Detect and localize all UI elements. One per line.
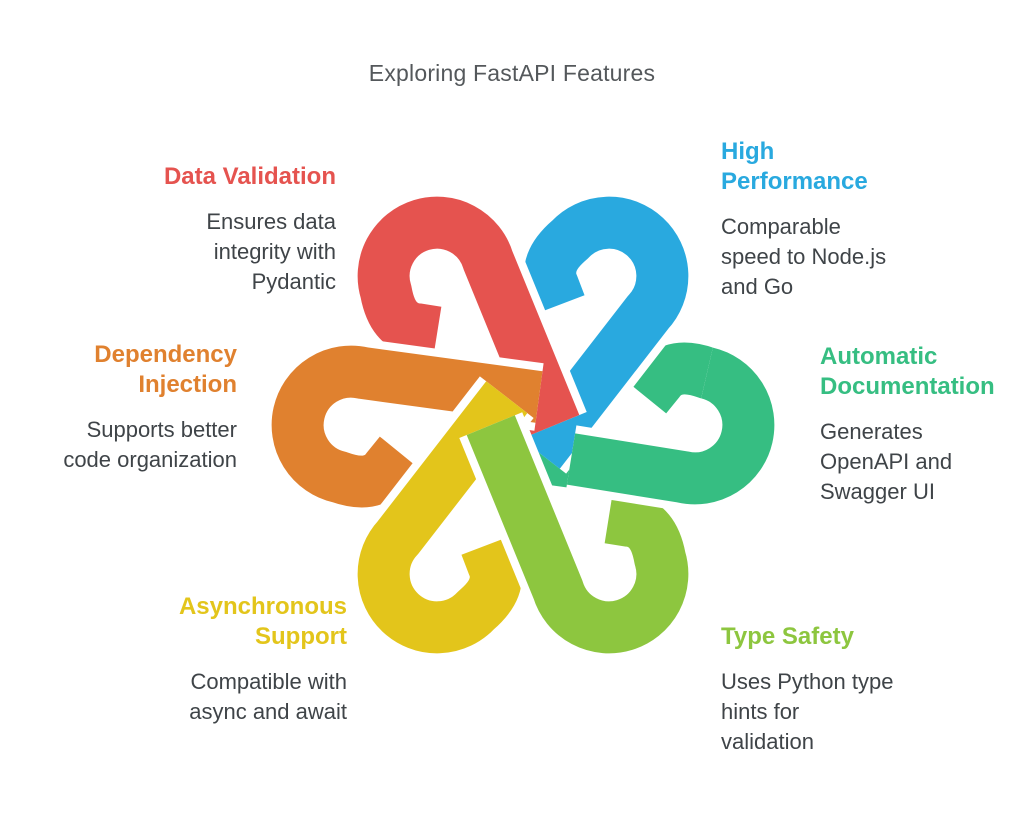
ribbon-data-validation (349, 188, 587, 438)
ribbon-type-safety (459, 412, 697, 662)
feature-description-dependency-injection: Supports better code organization (63, 417, 237, 472)
feature-title-high-performance: High Performance (721, 138, 868, 195)
feature-title-automatic-documentation: Automatic Documentation (820, 343, 995, 400)
feature-description-asynchronous-support: Compatible with async and await (189, 669, 347, 724)
feature-title-type-safety: Type Safety (721, 623, 854, 650)
feature-description-type-safety: Uses Python type hints for validation (721, 669, 894, 754)
ribbon-dependency-injection (263, 337, 544, 516)
feature-description-data-validation: Ensures data integrity with Pydantic (206, 209, 336, 294)
feature-title-dependency-injection: Dependency Injection (94, 341, 237, 398)
ribbon-overlap-automatic-documentation (566, 347, 775, 505)
feature-description-automatic-documentation: Generates OpenAPI and Swagger UI (820, 419, 953, 504)
ribbon-asynchronous-support (349, 376, 534, 662)
feature-title-asynchronous-support: Asynchronous Support (178, 593, 347, 650)
ribbon-loop-dependency-injection (271, 345, 543, 508)
feature-block-asynchronous-support: Asynchronous Support Compatible with asy… (107, 592, 347, 727)
ribbon-loop-high-performance (518, 196, 689, 469)
page-title: Exploring FastAPI Features (368, 60, 656, 86)
knot-diagram (253, 155, 793, 695)
feature-block-dependency-injection: Dependency Injection Supports better cod… (17, 340, 237, 475)
feature-block-data-validation: Data Validation Ensures data integrity w… (126, 162, 336, 297)
feature-block-high-performance: High Performance Comparable speed to Nod… (721, 137, 921, 302)
ribbon-high-performance (512, 188, 697, 474)
feature-title-data-validation: Data Validation (163, 163, 336, 190)
feature-description-high-performance: Comparable speed to Node.js and Go (721, 214, 887, 299)
knot-rosette-svg (263, 188, 783, 662)
ribbon-loop-asynchronous-support (357, 381, 528, 654)
ribbon-automatic-documentation-overlap (565, 339, 783, 513)
ribbon-loop-type-safety (466, 415, 689, 654)
feature-block-type-safety: Type Safety Uses Python type hints for v… (721, 622, 911, 757)
feature-block-automatic-documentation: Automatic Documentation Generates OpenAP… (820, 342, 1015, 507)
ribbon-loop-data-validation (357, 196, 580, 435)
